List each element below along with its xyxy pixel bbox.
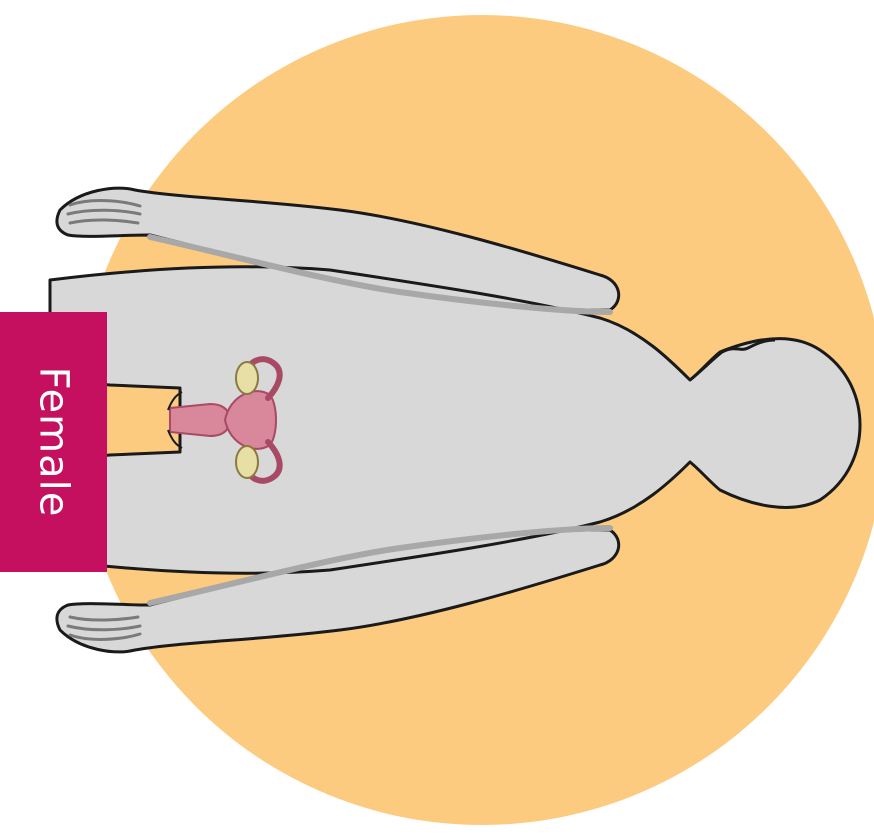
- gender-label: Female: [31, 367, 77, 518]
- vaginal-canal: [170, 404, 230, 436]
- ovary-upper: [236, 362, 258, 394]
- ovary-lower: [236, 446, 258, 478]
- gender-label-tab: Female: [0, 312, 107, 572]
